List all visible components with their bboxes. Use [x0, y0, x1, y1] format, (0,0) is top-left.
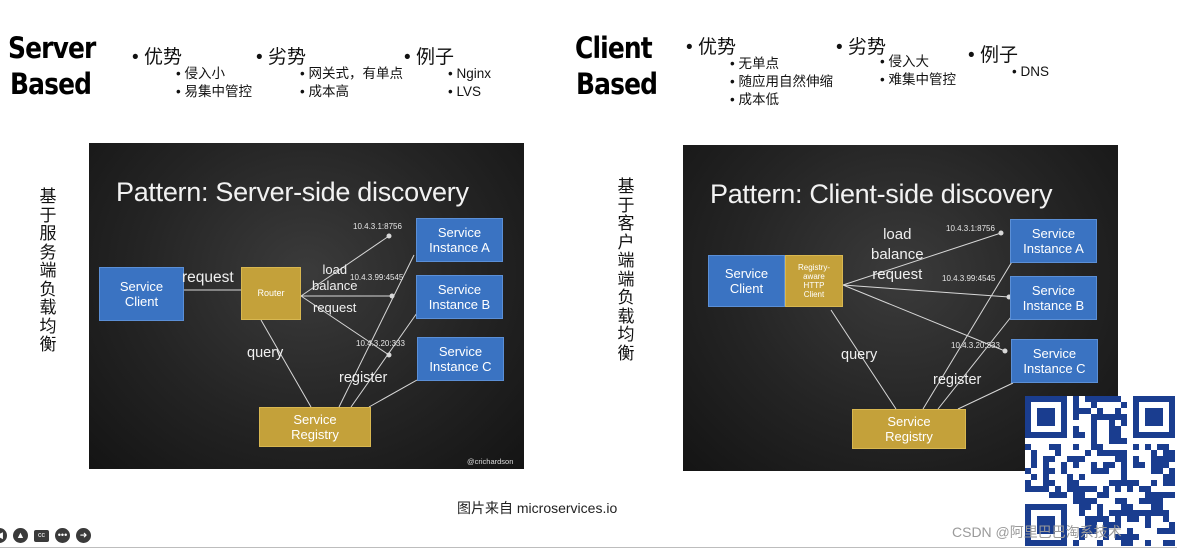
- client-addr-a: 10.4.3.1:8756: [946, 224, 995, 233]
- client-addr-c: 10.4.3.20:333: [951, 341, 1000, 350]
- server-pros-item-2: 易集中管控: [176, 83, 252, 101]
- server-pros-title: 优势: [132, 42, 182, 69]
- slide-credit: @crichardson: [467, 457, 514, 466]
- client-label-register: register: [933, 372, 982, 388]
- server-examples-item-1: Nginx: [448, 65, 491, 83]
- server-slide-title: Pattern: Server-side discovery: [116, 177, 469, 207]
- server-heading-line2: Based: [10, 67, 92, 101]
- client-pros-title: 优势: [686, 32, 736, 59]
- server-pros-item-1: 侵入小: [176, 65, 225, 83]
- client-side-label: 基于客户端端负载均衡: [617, 177, 635, 364]
- cc-icon[interactable]: cc: [34, 529, 49, 542]
- server-examples-item-2: LVS: [448, 83, 481, 101]
- pen-icon[interactable]: ▲: [13, 528, 28, 543]
- server-label-query: query: [247, 345, 284, 361]
- csdn-watermark: CSDN @阿里巴巴淘系技术: [952, 524, 1122, 540]
- server-addr-a: 10.4.3.1:8756: [353, 222, 402, 231]
- client-heading-line2: Based: [576, 67, 658, 101]
- image-source-caption: 图片来自 microservices.io: [457, 500, 618, 516]
- server-side-label: 基于服务端负载均衡: [39, 187, 57, 355]
- client-pros-item-1: 无单点: [730, 55, 779, 73]
- server-label-request-small: request: [313, 300, 357, 315]
- server-examples-title: 例子: [404, 42, 454, 69]
- server-cons-title: 劣势: [256, 42, 306, 69]
- server-cons-item-2: 成本高: [300, 83, 349, 101]
- client-cons-item-2: 难集中管控: [880, 71, 956, 89]
- prev-icon[interactable]: ◀: [0, 528, 7, 543]
- qr-code-icon: [1025, 396, 1175, 546]
- client-examples-item-1: DNS: [1012, 63, 1049, 81]
- server-addr-c: 10.4.3.20:333: [356, 339, 405, 348]
- server-cons-item-1: 网关式，有单点: [300, 65, 403, 83]
- client-pros-item-2: 随应用自然伸缩: [730, 73, 833, 91]
- client-pros-item-3: 成本低: [730, 91, 779, 109]
- server-connector-lines: [184, 233, 418, 408]
- client-heading-line1: Client: [575, 31, 653, 65]
- server-heading-line1: Server: [8, 31, 96, 65]
- client-examples-title: 例子: [968, 40, 1018, 67]
- client-cons-item-1: 侵入大: [880, 53, 929, 71]
- client-label-query: query: [841, 347, 878, 363]
- server-label-request: request: [182, 269, 234, 286]
- server-label-register: register: [339, 370, 388, 386]
- next-icon[interactable]: ➜: [76, 528, 91, 543]
- slide-toolbar: ◀ ▲ cc ••• ➜: [0, 528, 91, 543]
- bottom-divider: [0, 547, 1177, 548]
- router-box: Router: [241, 267, 301, 320]
- client-addr-b: 10.4.3.99:4545: [942, 274, 996, 283]
- more-icon[interactable]: •••: [55, 528, 70, 543]
- client-slide-title: Pattern: Client-side discovery: [710, 179, 1053, 209]
- server-addr-b: 10.4.3.99:4545: [350, 273, 404, 282]
- client-cons-title: 劣势: [836, 32, 886, 59]
